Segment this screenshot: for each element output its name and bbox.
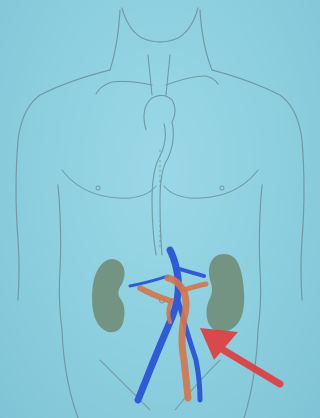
subclavian-left [96,81,152,94]
armpit-left-outline [58,185,62,330]
left-kidney [206,254,244,332]
descending-aorta-inner [152,124,165,255]
renal-vein-right [130,276,168,286]
renal-artery-right [140,288,168,300]
armpit-right-outline [258,185,262,330]
flank-left-outline [62,330,78,418]
inferior-vena-cava [138,250,178,400]
renal-artery-left [184,284,206,290]
nipple-right [220,186,224,190]
venous-system [130,250,204,400]
pectoral-left-outline [62,170,156,198]
great-vessels [96,55,218,255]
right-kidney [92,259,125,332]
carotid-left [148,55,152,95]
neck-right-outline [200,10,212,70]
subclavian-right [166,76,218,85]
pectoral-right-outline [164,170,258,198]
chin-outline [122,8,198,42]
shoulder-left-outline [16,70,110,300]
carotid-right [166,55,170,95]
arterial-system [140,278,206,398]
flank-right-outline [244,330,258,418]
neck-left-outline [110,10,120,70]
nipple-left [96,186,100,190]
arrow-shaft [220,348,280,384]
aortic-arch [144,95,175,130]
indicator-arrow [200,328,280,384]
